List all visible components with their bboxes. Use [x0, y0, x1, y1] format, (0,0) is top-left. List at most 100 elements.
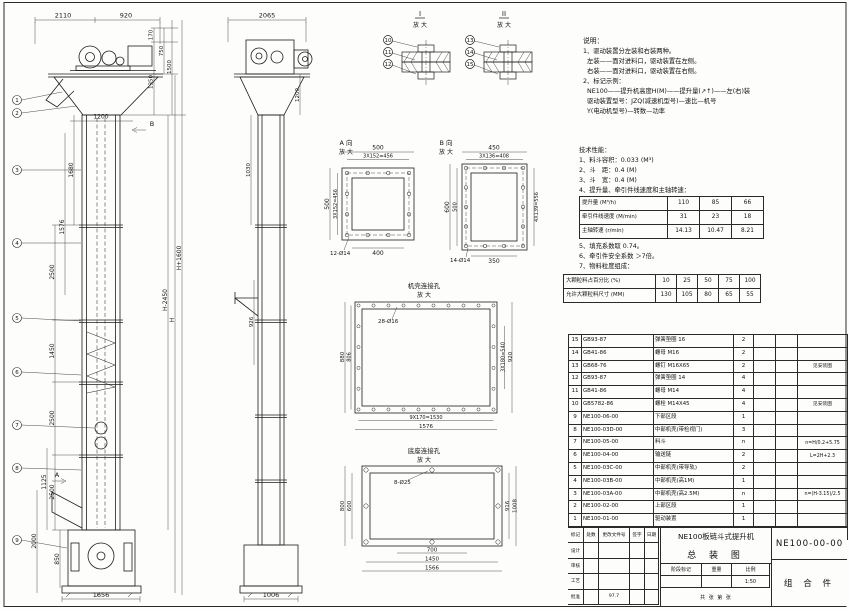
bom-part-name: 螺钉 M16X65 — [653, 359, 734, 374]
bom-material — [753, 487, 776, 502]
sheet-count: 共 张 第 张 — [700, 594, 732, 601]
title-block: 标记 处数 更改文件号 签字 日期 设计 审核 工艺 批准 97.7 NE100… — [568, 527, 847, 606]
bom-weight — [775, 487, 798, 502]
bom-part-code: NE100-03D-00 — [581, 423, 654, 438]
scale-value: 1:50 — [732, 576, 770, 588]
bom-part-name: 下部区段 — [653, 410, 734, 425]
svg-text:4: 4 — [15, 241, 19, 247]
bom-qty: 2 — [733, 461, 754, 476]
dim-label: H-2450 — [162, 289, 169, 311]
dim-label: 1200 — [295, 88, 301, 102]
bom-remark: 见安装图 — [797, 397, 848, 412]
svg-text:11: 11 — [385, 50, 392, 56]
dim-label: 1450 — [49, 343, 56, 358]
detail-label: 放 大 — [497, 21, 511, 29]
detail-label: 放 大 — [417, 456, 431, 464]
title-block-middle: NE100板链斗式提升机 总 装 图 阶段标记 重量 比例 1:50 共 张 第… — [661, 528, 772, 606]
particle-cell: 100 — [739, 274, 761, 289]
bom-weight — [775, 359, 798, 374]
note-line: 驱动装置型号：JZQ(减速机型号)—速比—机号 — [583, 98, 717, 106]
lift-row-label: 牵引件线速度 (M/min) — [579, 210, 668, 225]
front-elevation-dims — [34, 17, 186, 602]
dim-label: 800 — [340, 500, 346, 511]
dim-label: 2500 — [49, 264, 56, 279]
dim-label: 700 — [427, 548, 438, 554]
dim-label: 2000 — [31, 533, 38, 548]
bom-row: 11 GB41-86 螺母 M14 4 — [568, 385, 848, 399]
bom-qty: 4 — [733, 385, 754, 399]
bom-qty: 2 — [733, 334, 754, 348]
svg-text:15: 15 — [467, 62, 474, 68]
lift-table-row: 牵引件线速度 (M/min) 31 23 18 — [579, 210, 764, 225]
dim-label: 1500 — [167, 60, 173, 74]
part-category: 组 合 件 — [783, 579, 836, 589]
svg-text:2: 2 — [15, 111, 19, 117]
balloon-14: 14 — [465, 47, 498, 61]
tech-spec-item: 4、提升量、牵引件线速度和主轴转速： — [579, 186, 691, 194]
bom-material — [753, 474, 776, 489]
bom-part-code: GB41-86 — [581, 346, 654, 361]
balloon-13: 13 — [465, 35, 500, 48]
bom-qty: 2 — [733, 346, 754, 361]
dim-label: 1450 — [425, 557, 439, 563]
svg-text:8: 8 — [15, 466, 19, 472]
balloon-3: 3 — [12, 165, 81, 175]
tech-spec-item: 1、料斗容积：0.033 (M³) — [579, 156, 654, 164]
bom-material — [753, 461, 776, 476]
balloon-1: 1 — [12, 91, 63, 105]
bom-qty: 3 — [733, 423, 754, 438]
detail-label: 放 大 — [417, 291, 431, 299]
particle-table-row: 大颗粒料占百分比 (%) 10 25 50 75 100 — [563, 274, 761, 289]
dim-label: 450 — [488, 145, 500, 152]
bolt-holes — [356, 303, 496, 412]
balloon-2: 2 — [12, 105, 77, 118]
view-arrow-label: A — [55, 471, 60, 479]
bom-qty: 2 — [733, 449, 754, 463]
balloon-8: 8 — [12, 463, 82, 473]
lift-capacity-table: 提升量 (M³/h) 110 85 66 牵引件线速度 (M/min) 31 2… — [579, 196, 764, 239]
bom-part-code: GB93-87 — [581, 372, 654, 387]
bom-row: 5 NE100-03C-00 中部机壳(带导轨) 2 — [568, 461, 848, 476]
bom-part-code: NE100-03C-00 — [581, 461, 654, 476]
bom-qty: 1 — [733, 474, 754, 489]
particle-row-label: 允许大颗粒料尺寸 (MM) — [563, 288, 656, 303]
balloon-6: 6 — [12, 367, 82, 377]
detail-label: I — [419, 10, 421, 18]
dim-label: 600 — [347, 500, 353, 511]
bolt-holes — [463, 165, 526, 249]
tech-spec-section: 技术性能： 1、料斗容积：0.033 (M³)2、斗 距：0.4 (M)3、斗 … — [579, 146, 845, 196]
particle-cell: 50 — [697, 274, 719, 289]
bolt-holes — [363, 467, 501, 545]
bom-row: 7 NE100-05-00 料斗 n n=H/0.2+5.75 — [568, 436, 848, 451]
sign-label: 批准 — [568, 589, 584, 605]
particle-cell: 10 — [655, 274, 677, 289]
bom-weight — [775, 436, 798, 451]
side-elevation-labels: 2065 1200 1030 926 1006 — [246, 12, 301, 600]
tech-spec-title: 技术性能： — [579, 147, 611, 154]
dim-label: 3X136=408 — [479, 154, 509, 160]
particle-size-table: 大颗粒料占百分比 (%) 10 25 50 75 100 允许大颗粒料尺寸 (M… — [563, 274, 761, 303]
svg-text:7: 7 — [15, 423, 19, 429]
svg-text:5: 5 — [15, 316, 19, 322]
balloon-7: 7 — [12, 420, 95, 430]
dim-label: 350 — [488, 258, 500, 265]
dim-label: 920 — [120, 12, 132, 20]
bom-item-no: 15 — [568, 334, 582, 348]
bom-weight — [775, 449, 798, 463]
dim-label: 1576 — [419, 424, 433, 430]
scale-label: 比例 — [732, 564, 770, 576]
sheet-border — [3, 2, 847, 607]
bom-weight — [775, 500, 798, 515]
bom-item-no: 3 — [568, 487, 582, 502]
front-elevation — [45, 45, 163, 598]
side-elevation-dims — [227, 17, 307, 602]
dim-label: 2500 — [49, 410, 56, 425]
weight-label: 重量 — [702, 564, 732, 576]
detail-label: 放 大 — [439, 148, 453, 156]
bom-remark — [797, 410, 848, 425]
bom-material — [753, 397, 776, 412]
bom-remark — [797, 423, 848, 438]
bom-weight — [775, 423, 798, 438]
dim-label: 850 — [54, 553, 61, 565]
dim-label: 926 — [249, 316, 255, 327]
